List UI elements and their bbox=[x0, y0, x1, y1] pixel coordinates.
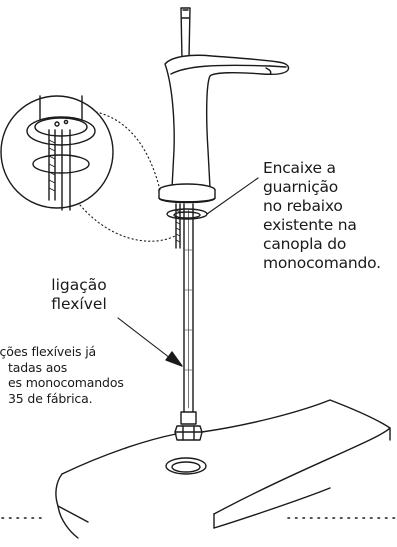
gasket-ring bbox=[166, 208, 208, 220]
detail-connector-dots bbox=[79, 111, 176, 242]
note-line: ações flexíveis já bbox=[0, 344, 97, 359]
flexible-hose-callout: ligação flexível bbox=[51, 276, 107, 314]
hose-connector-nut bbox=[174, 411, 203, 441]
faucet-body bbox=[164, 54, 290, 189]
callout-line: flexível bbox=[51, 295, 107, 313]
note-line: es monocomandos bbox=[8, 375, 124, 390]
threaded-rod bbox=[175, 203, 181, 249]
callout-line: existente na bbox=[263, 216, 357, 234]
callout-line: Encaixe a bbox=[263, 159, 336, 177]
factory-assembly-note: ações flexíveis já tadas aos es monocoma… bbox=[0, 344, 124, 406]
canopla-flange bbox=[158, 183, 216, 204]
note-line: tadas aos bbox=[8, 359, 68, 375]
gasket-fitting-callout: Encaixe a guarnição no rebaixo existente… bbox=[263, 159, 381, 273]
faucet-lever-handle bbox=[180, 7, 191, 61]
callout-line: guarnição bbox=[263, 178, 339, 196]
callout-line: no rebaixo bbox=[263, 197, 343, 215]
leader-ligacao bbox=[117, 317, 183, 367]
faucet-hole bbox=[165, 457, 207, 475]
note-line: 35 de fábrica. bbox=[8, 390, 93, 406]
flexible-hose bbox=[183, 203, 194, 413]
countertop bbox=[55, 399, 391, 539]
leader-encaixe bbox=[206, 177, 259, 215]
callout-line: ligação bbox=[51, 276, 107, 294]
detail-circle bbox=[0, 95, 114, 211]
callout-line: monocomando. bbox=[263, 254, 381, 272]
callout-line: canopla do bbox=[263, 235, 347, 253]
